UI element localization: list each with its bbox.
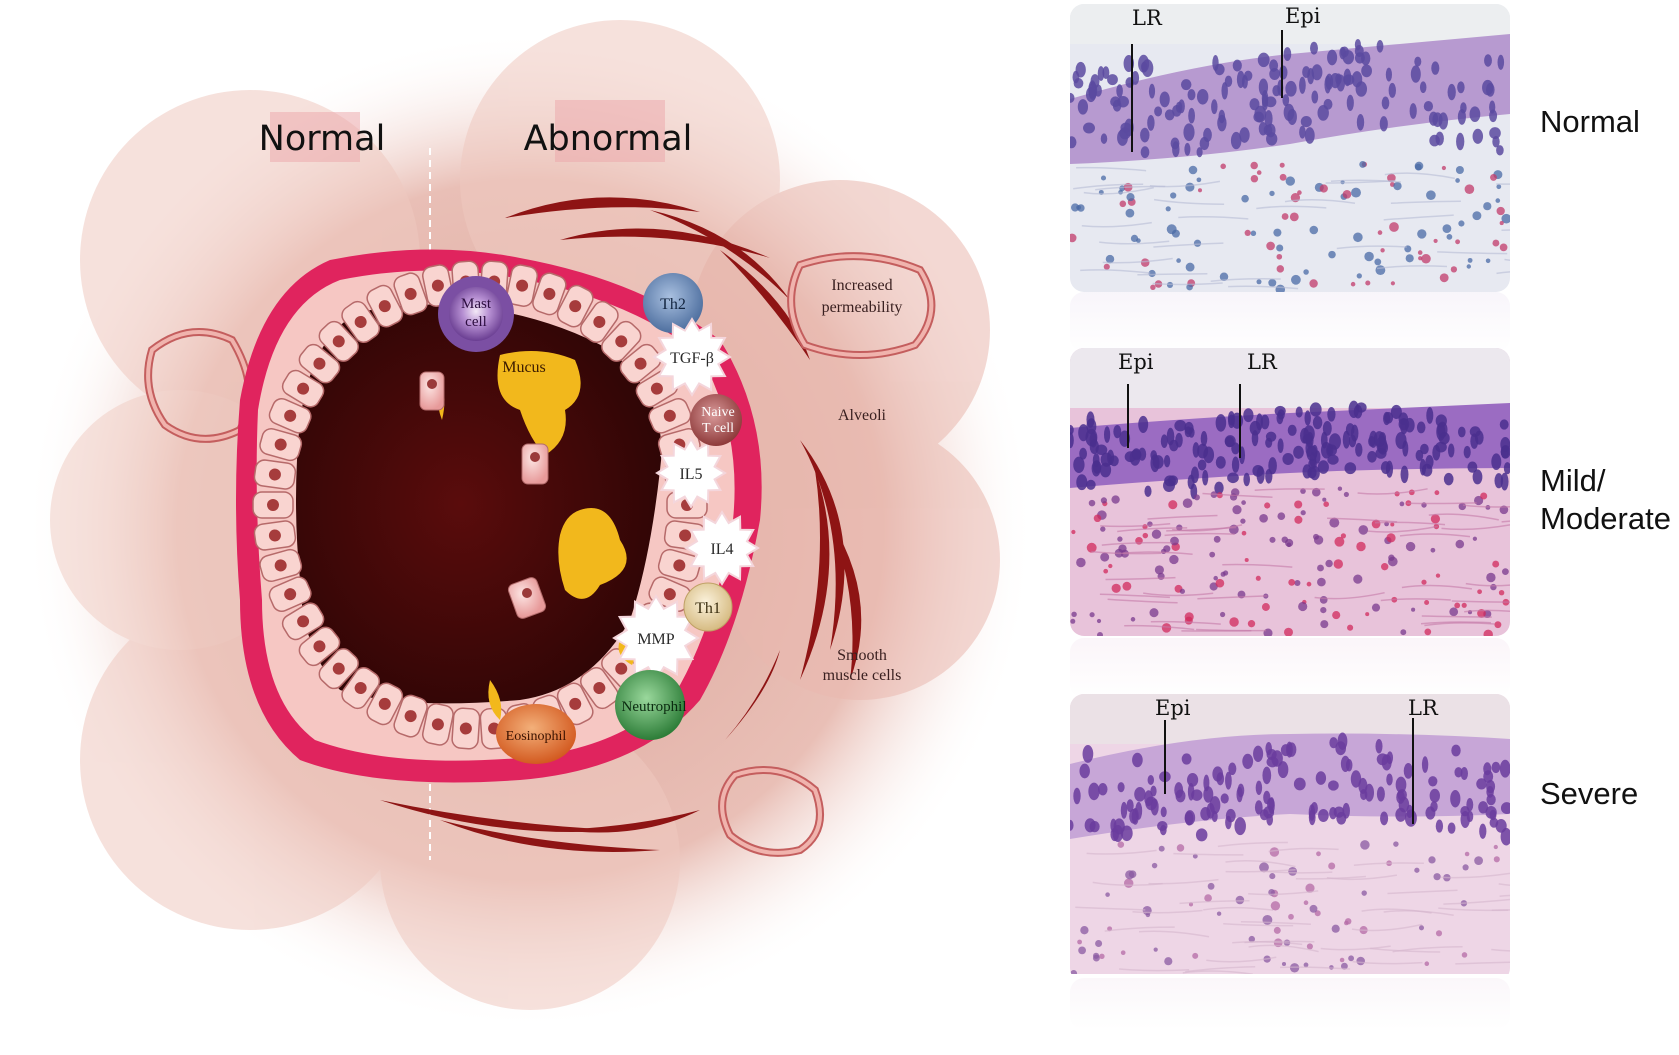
epithelial-cell <box>298 626 341 667</box>
histo-severe-label-epi: Epi <box>1155 696 1191 720</box>
smooth-muscle-right <box>725 440 862 740</box>
header-normal: Normal <box>259 119 386 159</box>
svg-text:Naive: Naive <box>701 405 734 420</box>
epithelial-cell <box>532 272 567 316</box>
epithelial-cell <box>252 491 294 519</box>
cytokine-tgf-beta: TGF-β <box>652 317 732 397</box>
histo-mild-label-lr: LR <box>1247 350 1277 374</box>
panel-title-severe: Severe <box>1540 776 1639 811</box>
panel-title-mild-moderate: Mild/ Moderate <box>1540 463 1671 536</box>
svg-text:IL4: IL4 <box>710 541 733 558</box>
th2-cell: Th2 <box>643 273 703 333</box>
label-increased-permeability-1: Increased <box>831 277 892 294</box>
epithelial-cell <box>556 682 594 726</box>
eosinophil: Eosinophil <box>496 704 576 764</box>
epithelial-cell <box>556 284 594 328</box>
naive-t-cell: Naive T cell <box>690 394 742 446</box>
svg-text:T cell: T cell <box>702 421 734 436</box>
epithelial-cell <box>506 264 539 307</box>
airway-lumen <box>296 304 662 704</box>
epithelial-cell <box>259 548 303 583</box>
cytokine-mmp: MMP <box>612 594 700 682</box>
epithelial-cell <box>268 576 312 613</box>
epithelial-cell <box>619 343 662 384</box>
svg-text:Th1: Th1 <box>695 600 721 617</box>
svg-text:Mast: Mast <box>461 296 492 312</box>
epithelial-cell <box>259 427 303 462</box>
epithelial-cell <box>648 397 692 434</box>
epithelial-cell <box>281 369 325 408</box>
shed-cells <box>419 371 549 619</box>
epithelial-cell <box>393 272 428 316</box>
svg-text:Th2: Th2 <box>660 296 686 313</box>
neutrophil: Neutrophil <box>615 670 687 740</box>
epithelial-cell <box>601 320 642 362</box>
label-smooth-muscle-1: Smooth <box>837 647 887 664</box>
histology-severe <box>1070 694 1510 982</box>
th1-cell: Th1 <box>683 582 733 632</box>
cytokine-il4: IL4 <box>684 510 760 586</box>
label-smooth-muscle-2: muscle cells <box>823 667 902 684</box>
airway-illustration: Normal Abnormal <box>25 20 1035 1030</box>
epithelial-cell <box>253 459 297 490</box>
epithelial-cell <box>579 666 619 710</box>
epithelial-cell <box>253 520 297 551</box>
epithelial-cell <box>268 397 312 434</box>
svg-text:cell: cell <box>465 314 487 330</box>
svg-text:MMP: MMP <box>637 631 674 648</box>
mucus-blobs <box>437 351 635 720</box>
epithelial-cell <box>366 284 404 328</box>
epithelial-cell <box>341 666 381 710</box>
histo-severe-label-lr: LR <box>1408 696 1438 720</box>
smooth-muscle-bottom <box>380 800 700 852</box>
epithelial-cell <box>366 682 404 726</box>
panel-title-normal: Normal <box>1540 104 1640 139</box>
svg-text:Eosinophil: Eosinophil <box>506 729 567 744</box>
smooth-muscle-top <box>505 197 810 360</box>
epithelial-cell <box>281 602 325 641</box>
header-abnormal: Abnormal <box>524 119 693 159</box>
epithelial-cell <box>318 320 359 362</box>
epithelial-cell <box>421 703 454 746</box>
svg-text:TGF-β: TGF-β <box>670 350 714 367</box>
mast-cell: Mast cell <box>438 276 514 352</box>
epithelial-cell <box>298 343 341 384</box>
epithelial-cell <box>341 300 381 344</box>
airway-diagram: Normal Abnormal <box>25 20 1035 1030</box>
label-mucus: Mucus <box>502 359 546 376</box>
epithelial-cell <box>393 694 428 738</box>
svg-text:Neutrophil: Neutrophil <box>622 699 687 715</box>
label-increased-permeability-2: permeability <box>822 299 903 316</box>
epithelial-cell <box>451 707 481 750</box>
histo-normal-label-lr: LR <box>1132 6 1162 30</box>
svg-text:IL5: IL5 <box>679 466 702 483</box>
epithelium-band <box>1070 34 1510 164</box>
label-alveoli: Alveoli <box>838 407 887 424</box>
epithelial-cell <box>579 300 619 344</box>
histology-mild-moderate <box>1070 348 1510 636</box>
histo-mild-label-epi: Epi <box>1118 350 1154 374</box>
histo-normal-label-epi: Epi <box>1285 4 1321 28</box>
histology-normal <box>1070 4 1510 292</box>
epithelial-cell <box>318 648 359 690</box>
epithelial-cell <box>657 548 701 583</box>
